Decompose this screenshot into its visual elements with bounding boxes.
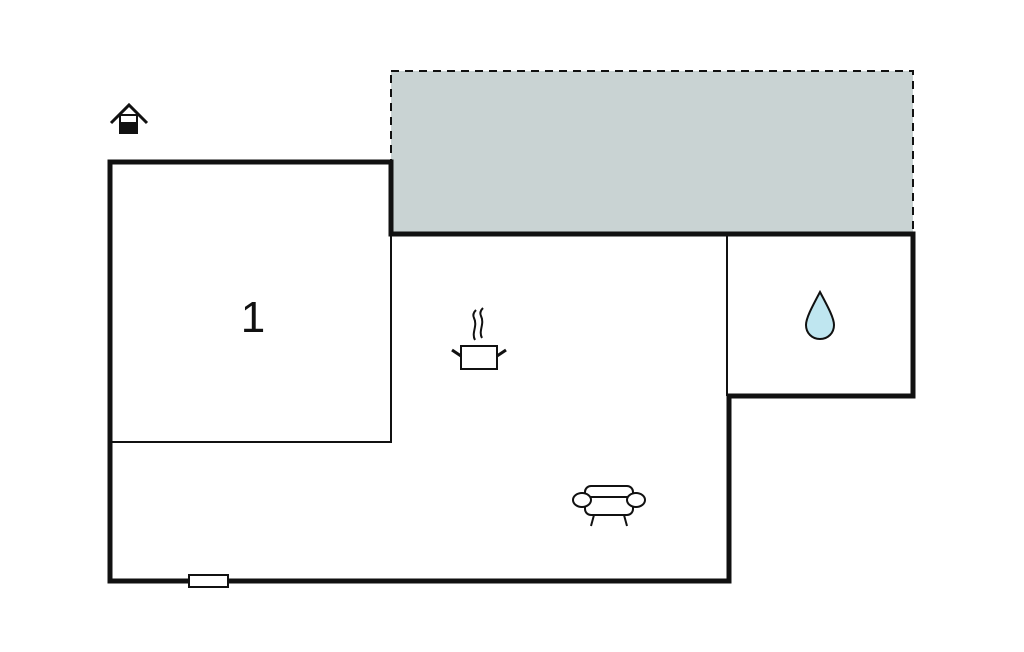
cooking-pot-icon — [451, 307, 507, 370]
house-entrance-icon — [109, 102, 149, 134]
water-drop-icon — [804, 289, 836, 341]
terrace-area — [390, 70, 914, 235]
sofa-icon — [572, 485, 646, 527]
window-icon — [188, 574, 229, 588]
bedroom-wall — [110, 234, 392, 443]
outer-walls — [107, 159, 916, 584]
room-label-bedroom: 1 — [241, 293, 265, 342]
